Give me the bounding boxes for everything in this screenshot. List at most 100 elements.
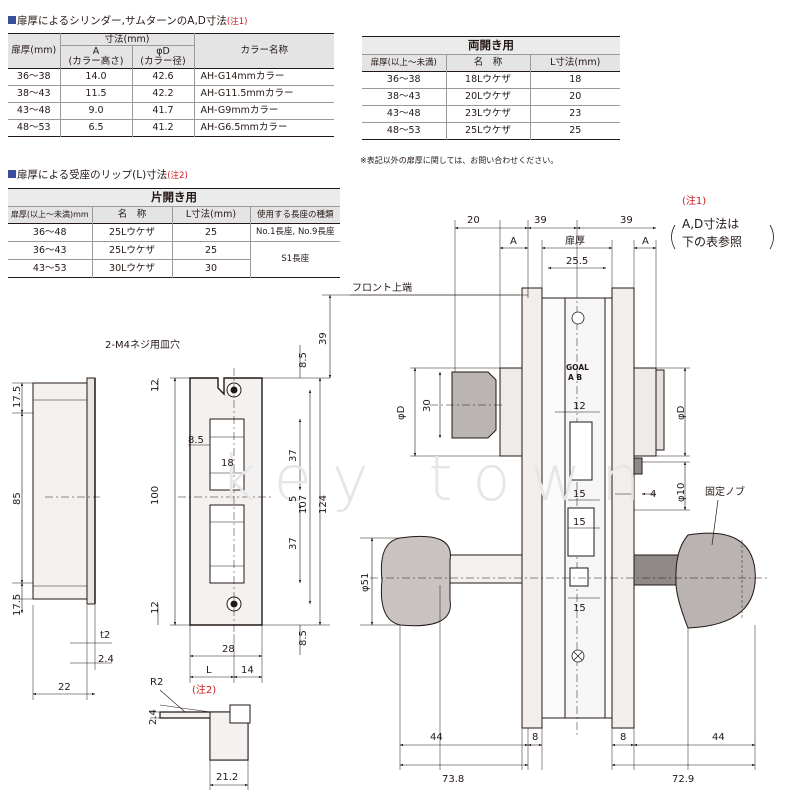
label-39-right: 39 [620,215,633,226]
col-d-label: φD [156,46,170,58]
label-4: 4 [650,489,656,500]
label-8-left: 8 [532,732,538,743]
col-front-header: 使用する長座の種類 [249,206,340,224]
label-25-5: 25.5 [566,256,588,267]
double-door-footnote: ※表記以外の扉厚に関しては、お問い合わせください。 [360,156,559,165]
cell-color: AH-G14mmカラー [193,68,334,86]
cell-name: 20Lウケザ [445,88,530,106]
cell-name: 25Lウケザ [445,122,530,140]
col-thickness-header: 扉厚(以上～未満) [362,54,446,72]
col-thickness-header: 扉厚(以上～未満)mm [8,206,92,224]
label-t2: t2 [100,630,110,641]
strike-section-view [150,689,251,790]
label-15-b: 15 [573,517,586,528]
label-44-left: 44 [430,732,443,743]
strike-front-view [157,294,520,683]
cell-a: 11.5 [59,85,132,103]
cell-l: 25 [171,241,250,260]
label-37-bottom: 37 [288,537,299,550]
label-12-lock: 12 [573,401,586,412]
cell-d: 41.7 [131,102,194,120]
bullet-square-icon [8,16,16,24]
label-l: L [206,665,212,676]
label-screw-holes: 2-M4ネジ用皿穴 [105,338,180,351]
table-row: 38～43 20Lウケザ 20 [362,88,620,106]
cell-thickness: 36～43 [32,244,67,256]
label-r2: R2 [150,677,163,688]
cell-l: 23 [529,105,620,123]
strike-side-view [12,377,112,700]
cell-l: 25 [529,122,620,140]
label-8-5-bottom: 8.5 [298,630,309,646]
label-14: 14 [241,665,254,676]
label-8-5-left: 8.5 [188,435,204,446]
cylinder-table: 扉厚(mm) 寸法(mm) カラー名称 A(カラー高さ) φD(カラー径) 36… [8,33,334,137]
table-row: 43～48 9.0 41.7 AH-G9mmカラー [8,102,334,120]
col-l-header: L寸法(mm) [529,54,620,72]
table-row: 48～53 25Lウケザ 25 [362,122,620,140]
cylinder-section-heading: 扉厚によるシリンダー,サムターンのA,D寸法(注1) [8,13,247,28]
label-thickness: 扉厚 [565,234,585,247]
cylinder-section-note: (注1) [226,17,248,27]
label-30: 30 [422,399,433,412]
label-20: 20 [467,215,480,226]
table-row: 36～48 25Lウケザ 25 No.1長座, No.9長座 [8,223,340,242]
label-note1: (注1) [682,194,706,207]
label-8-5-top: 8.5 [298,352,309,368]
table-row: 43～48 23Lウケザ 23 [362,105,620,123]
label-12-top: 12 [150,379,161,392]
cell-color: AH-G11.5mmカラー [193,85,334,103]
label-a-left: A [510,236,517,247]
label-15-c: 15 [573,603,586,614]
double-door-table: 両開き用 扉厚(以上～未満) 名 称 L寸法(mm) 36～38 18Lウケザ … [362,36,620,140]
label-12-bottom: 12 [150,601,161,614]
label-2-4-section: 2.4 [148,709,159,725]
cell-l: 20 [529,88,620,106]
label-39-vertical: 39 [318,332,329,345]
label-17-5-bottom: 17.5 [12,594,23,616]
label-124: 124 [318,495,329,514]
col-size-group-header: 寸法(mm) [59,33,194,46]
label-107: 107 [298,495,309,514]
bullet-square-icon [8,170,16,178]
cell-thickness: 38～43 [386,91,421,103]
col-l-header: L寸法(mm) [171,206,250,224]
cell-thickness: 43～48 [16,105,51,117]
cell-thickness: 48～53 [386,125,421,137]
label-44-right: 44 [712,732,725,743]
label-15-a: 15 [573,489,586,500]
cell-thickness: 48～53 [16,122,51,134]
cell-a: 6.5 [59,119,132,137]
table-row: 36～38 14.0 42.6 AH-G14mmカラー [8,68,334,86]
cell-name: 25Lウケザ [91,223,172,242]
cell-l: 30 [171,259,250,278]
cell-d: 41.2 [131,119,194,137]
table-row: 36～43 25Lウケザ 25 S1長座 [8,241,340,278]
cylinder-section-title: 扉厚によるシリンダー,サムターンのA,D寸法 [17,15,227,27]
cell-thickness: 36～38 [16,71,51,83]
label-39-left: 39 [534,215,547,226]
col-d-sublabel: (カラー径) [140,56,186,67]
label-28: 28 [222,644,235,655]
cell-thickness: 36～48 [32,226,67,238]
label-5: 5 [288,496,299,502]
label-72-9: 72.9 [672,774,694,785]
cell-d: 42.2 [131,85,194,103]
cell-name: 18Lウケザ [445,71,530,89]
label-37-top: 37 [288,449,299,462]
table-row: 43～53 30Lウケザ 30 [8,259,340,278]
col-color-header: カラー名称 [193,33,334,69]
label-22: 22 [58,682,71,693]
single-door-title: 片開き用 [8,188,340,207]
cell-thickness: 38～43 [16,88,51,100]
cell-thickness: 43～53 [32,262,67,274]
col-d-header: φD(カラー径) [131,45,194,69]
label-73-8: 73.8 [442,774,464,785]
cell-color: AH-G9mmカラー [193,102,334,120]
cell-thickness: 43～48 [386,108,421,120]
col-name-header: 名 称 [91,206,172,224]
label-phi10: φ10 [676,483,687,502]
label-100: 100 [150,486,161,505]
label-note1-line1: A,D寸法は [682,217,739,231]
